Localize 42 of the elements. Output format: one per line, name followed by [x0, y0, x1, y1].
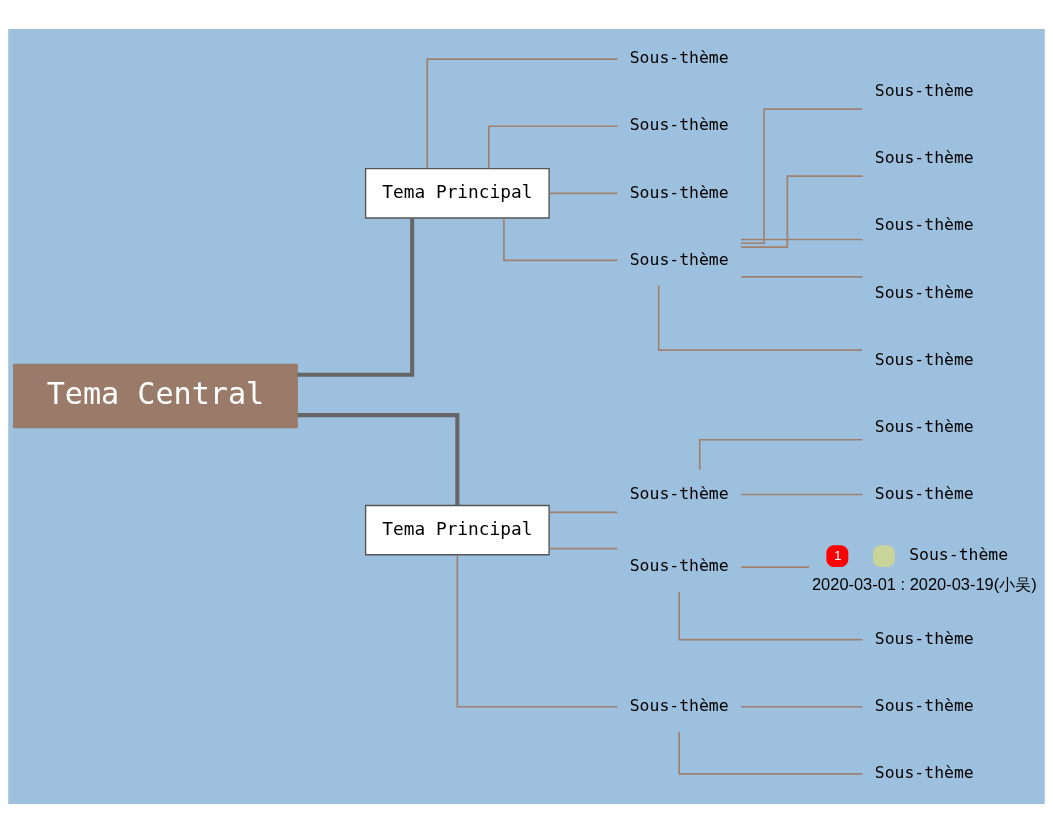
node-text: Sous-thème	[874, 80, 974, 100]
connector	[548, 511, 619, 513]
node-text: Sous-thème	[629, 47, 729, 67]
node-box: Tema Principal	[364, 504, 550, 555]
node-label: 2020-03-01 : 2020-03-19(小吴)	[811, 574, 1037, 593]
node-text: Sous-thème	[874, 282, 974, 302]
connector	[503, 217, 619, 261]
connector	[740, 107, 864, 244]
connector	[426, 57, 619, 169]
connector	[548, 192, 619, 194]
node-text: Sous-thème	[629, 182, 729, 202]
connector	[678, 730, 864, 775]
node-text: Sous-thème	[629, 483, 729, 503]
connector	[548, 547, 619, 549]
connector	[740, 493, 864, 495]
connector	[657, 284, 863, 351]
connector	[488, 124, 619, 169]
connector	[456, 553, 619, 708]
connector	[297, 412, 460, 505]
connector	[678, 590, 864, 640]
node-box: Tema Central	[13, 363, 298, 428]
node-text: Sous-thème	[874, 147, 974, 167]
node-text: Sous-thème	[874, 628, 974, 648]
node-box: Tema Principal	[364, 167, 550, 219]
connector	[297, 217, 415, 377]
connector	[740, 565, 810, 568]
connector	[698, 438, 864, 471]
node-text: Sous-thème	[629, 249, 729, 269]
node-text: Sous-thème	[874, 483, 974, 503]
connector	[740, 238, 864, 240]
node-label: Sous-thème	[909, 544, 1009, 564]
node-text: Sous-thème	[874, 695, 974, 715]
connector	[740, 174, 864, 248]
node-text: Sous-thème	[874, 762, 974, 782]
node-text: Sous-thème	[874, 416, 974, 436]
connector	[740, 275, 864, 278]
node-text: Sous-thème	[874, 349, 974, 369]
node-text: Sous-thème	[629, 114, 729, 134]
node-text: Sous-thème	[874, 214, 974, 234]
node-text: Sous-thème	[629, 555, 729, 575]
node-text: Sous-thème	[629, 695, 729, 715]
connector	[740, 705, 864, 708]
